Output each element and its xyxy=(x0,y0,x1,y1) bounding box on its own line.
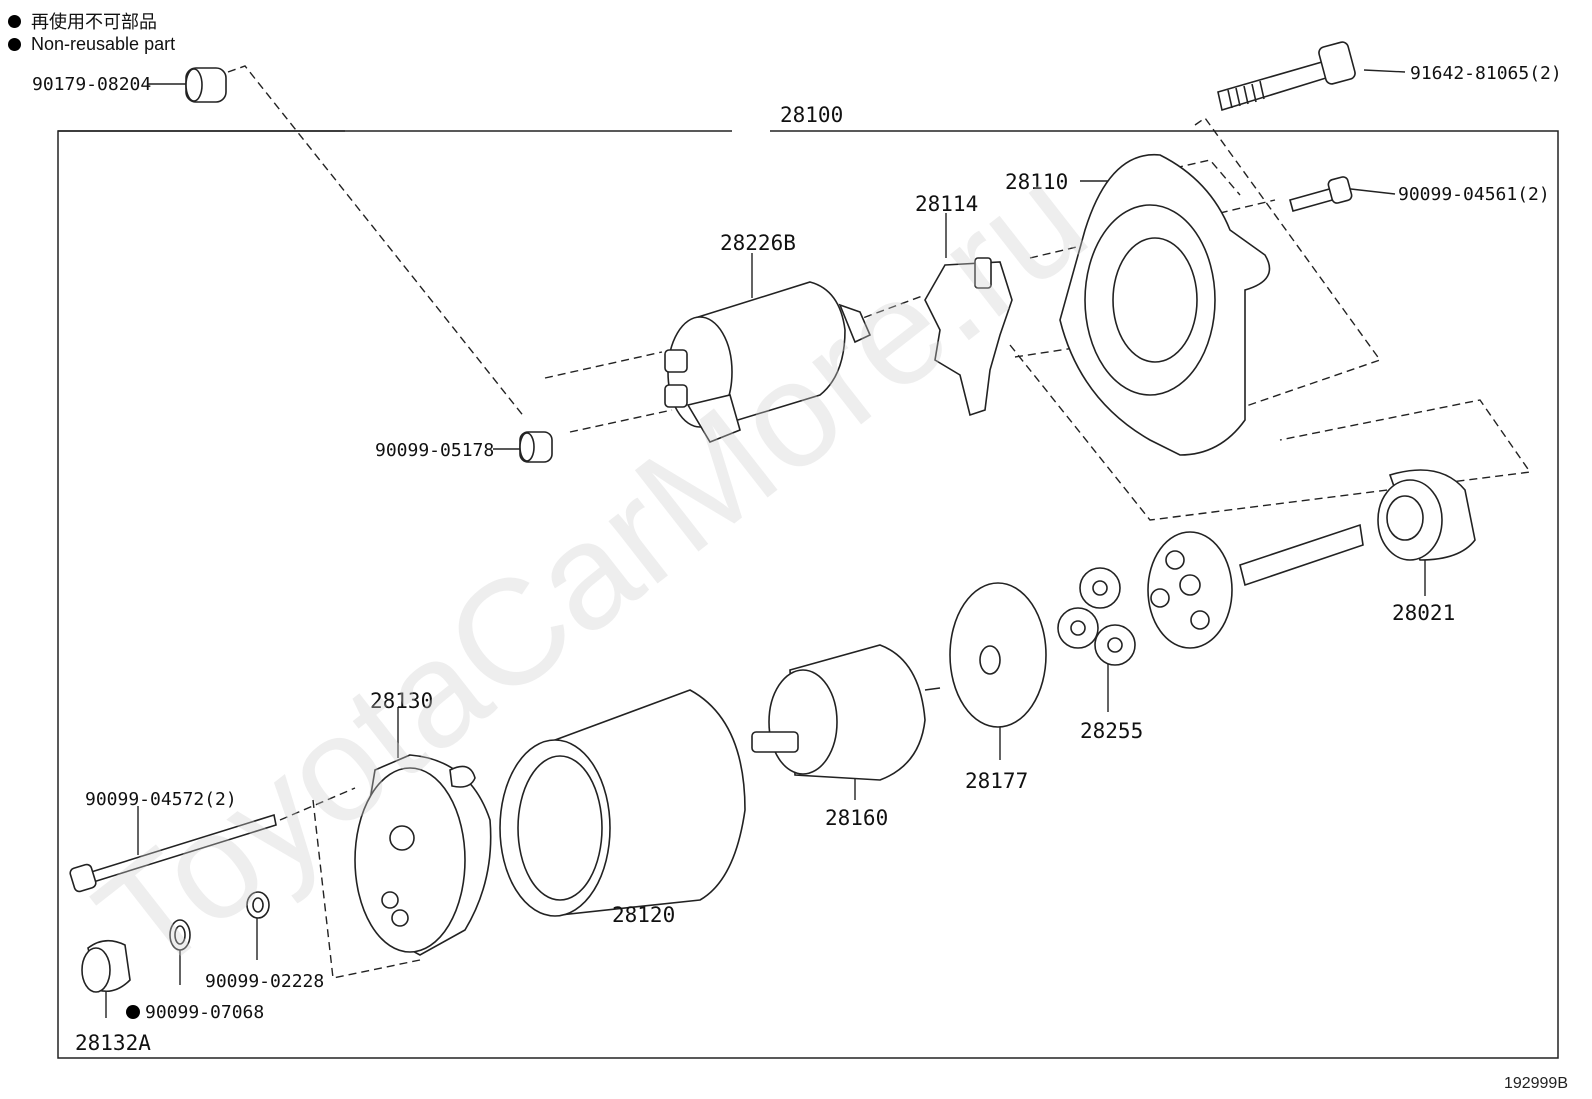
assembly-frame xyxy=(57,130,1559,1059)
label-28100: 28100 xyxy=(780,103,843,127)
nut-90179-icon xyxy=(185,67,227,103)
cap-28132A-icon xyxy=(81,939,131,993)
planetary-gears-28255-icon xyxy=(1057,567,1136,666)
bolt-90099-04561-icon xyxy=(1289,176,1353,212)
planetary-carrier-icon xyxy=(1147,523,1364,649)
plate-28177-icon xyxy=(949,582,1047,728)
label-28021: 28021 xyxy=(1392,601,1455,625)
drive-housing-28110-icon xyxy=(1059,153,1271,456)
armature-28160-icon xyxy=(751,644,941,781)
legend-item-jp: 再使用不可部品 xyxy=(8,8,157,34)
through-bolt-90099-04572-icon xyxy=(69,813,277,893)
label-28177: 28177 xyxy=(965,769,1028,793)
non-reusable-dot-icon xyxy=(8,38,21,51)
label-28160: 28160 xyxy=(825,806,888,830)
label-91642-81065: 91642-81065(2) xyxy=(1410,63,1562,84)
washer-90099-02228-icon xyxy=(246,891,270,919)
label-90099-04561: 90099-04561(2) xyxy=(1398,184,1550,205)
non-reusable-dot-icon xyxy=(8,14,21,28)
solenoid-28226B-icon xyxy=(664,281,872,443)
end-frame-28130-icon xyxy=(354,754,492,956)
leader-lines xyxy=(105,69,1426,1018)
label-28226B: 28226B xyxy=(720,231,796,255)
drive-lever-28114-icon xyxy=(924,257,1013,417)
diagram-code: 192999B xyxy=(1503,1075,1568,1092)
label-28130: 28130 xyxy=(370,689,433,713)
label-28110: 28110 xyxy=(1005,170,1068,194)
nut-90099-05178-icon xyxy=(519,431,553,463)
ring-90099-07068-icon xyxy=(169,919,191,951)
assembly-guide-lines xyxy=(227,65,1532,979)
clutch-28021-icon xyxy=(1377,469,1476,561)
yoke-28120-icon xyxy=(499,689,746,917)
bolt-91642-icon xyxy=(1217,41,1356,112)
label-28114: 28114 xyxy=(915,192,978,216)
label-28120: 28120 xyxy=(612,903,675,927)
legend-text-en: Non-reusable part xyxy=(31,34,176,54)
label-90099-02228: 90099-02228 xyxy=(205,971,324,992)
label-28132A: 28132A xyxy=(75,1031,151,1055)
legend-text-jp: 再使用不可部品 xyxy=(31,12,157,32)
label-90099-05178: 90099-05178 xyxy=(375,440,494,461)
label-28255: 28255 xyxy=(1080,719,1143,743)
legend-item-en: Non-reusable part xyxy=(8,34,175,55)
label-90099-07068: 90099-07068 xyxy=(145,1002,264,1023)
non-reusable-dot-icon xyxy=(126,1005,140,1019)
label-90179-08204: 90179-08204 xyxy=(32,74,151,95)
label-90099-04572: 90099-04572(2) xyxy=(85,789,237,810)
